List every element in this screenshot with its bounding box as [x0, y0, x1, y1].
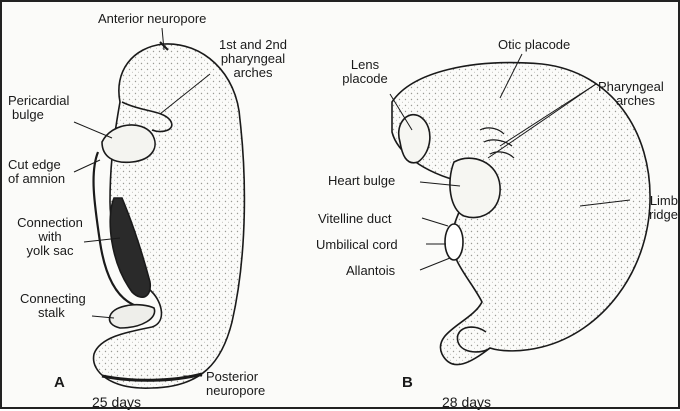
- label-posterior-neuropore-line1: Posterior: [206, 370, 265, 384]
- caption-28-days: 28 days: [442, 394, 491, 410]
- leader-pericardial-bulge: [74, 122, 112, 138]
- embryo-b-heart-bulge: [450, 158, 500, 217]
- label-lens-placode-line2: placode: [332, 72, 398, 86]
- leader-vitelline-duct: [422, 218, 448, 226]
- label-connecting-stalk: Connecting stalk: [20, 292, 86, 320]
- label-posterior-neuropore: Posterior neuropore: [206, 370, 265, 398]
- label-cut-edge-of-amnion: Cut edge of amnion: [8, 158, 65, 186]
- label-posterior-neuropore-line2: neuropore: [206, 384, 265, 398]
- label-connecting-stalk-line2: stalk: [20, 306, 86, 320]
- label-lens-placode: Lens placode: [332, 58, 398, 86]
- leader-cut-edge: [74, 160, 100, 172]
- label-allantois: Allantois: [346, 264, 395, 278]
- panel-letter-a: A: [54, 374, 65, 391]
- label-connection-with-yolk-sac: Connection with yolk sac: [8, 216, 92, 258]
- embryo-b-lens-placode: [399, 115, 430, 163]
- label-pharyngeal-arches-a-line1: 1st and 2nd: [198, 38, 308, 52]
- label-anterior-neuropore: Anterior neuropore: [98, 12, 206, 26]
- label-umbilical-cord: Umbilical cord: [316, 238, 398, 252]
- embryo-a: [94, 42, 245, 388]
- label-limb-ridge-line1: Limb: [628, 194, 678, 208]
- embryo-b-umbilical-cord: [445, 224, 463, 260]
- label-pharyngeal-arches-b-line2: arches: [598, 94, 664, 108]
- label-pericardial-bulge-line1: Pericardial: [8, 94, 69, 108]
- label-pharyngeal-arches-b: Pharyngeal arches: [598, 80, 664, 108]
- label-pericardial-bulge-line2: bulge: [8, 108, 69, 122]
- embryo-a-connecting-stalk: [109, 305, 154, 328]
- label-limb-ridge: Limb ridge: [628, 194, 678, 222]
- caption-25-days: 25 days: [92, 394, 141, 410]
- label-connection-line3: yolk sac: [8, 244, 92, 258]
- embryo-a-pericardial-bulge: [102, 125, 155, 162]
- label-cut-edge-line2: of amnion: [8, 172, 65, 186]
- label-lens-placode-line1: Lens: [332, 58, 398, 72]
- label-heart-bulge: Heart bulge: [328, 174, 395, 188]
- panel-letter-b: B: [402, 374, 413, 391]
- label-cut-edge-line1: Cut edge: [8, 158, 65, 172]
- leader-allantois: [420, 258, 450, 270]
- label-vitelline-duct: Vitelline duct: [318, 212, 391, 226]
- label-connecting-stalk-line1: Connecting: [20, 292, 86, 306]
- label-pharyngeal-arches-a-line3: arches: [198, 66, 308, 80]
- label-pharyngeal-arches-a: 1st and 2nd pharyngeal arches: [198, 38, 308, 80]
- label-connection-line1: Connection: [8, 216, 92, 230]
- label-otic-placode: Otic placode: [498, 38, 570, 52]
- label-pharyngeal-arches-a-line2: pharyngeal: [198, 52, 308, 66]
- label-connection-line2: with: [8, 230, 92, 244]
- label-pharyngeal-arches-b-line1: Pharyngeal: [598, 80, 664, 94]
- label-limb-ridge-line2: ridge: [628, 208, 678, 222]
- label-pericardial-bulge: Pericardial bulge: [8, 94, 69, 122]
